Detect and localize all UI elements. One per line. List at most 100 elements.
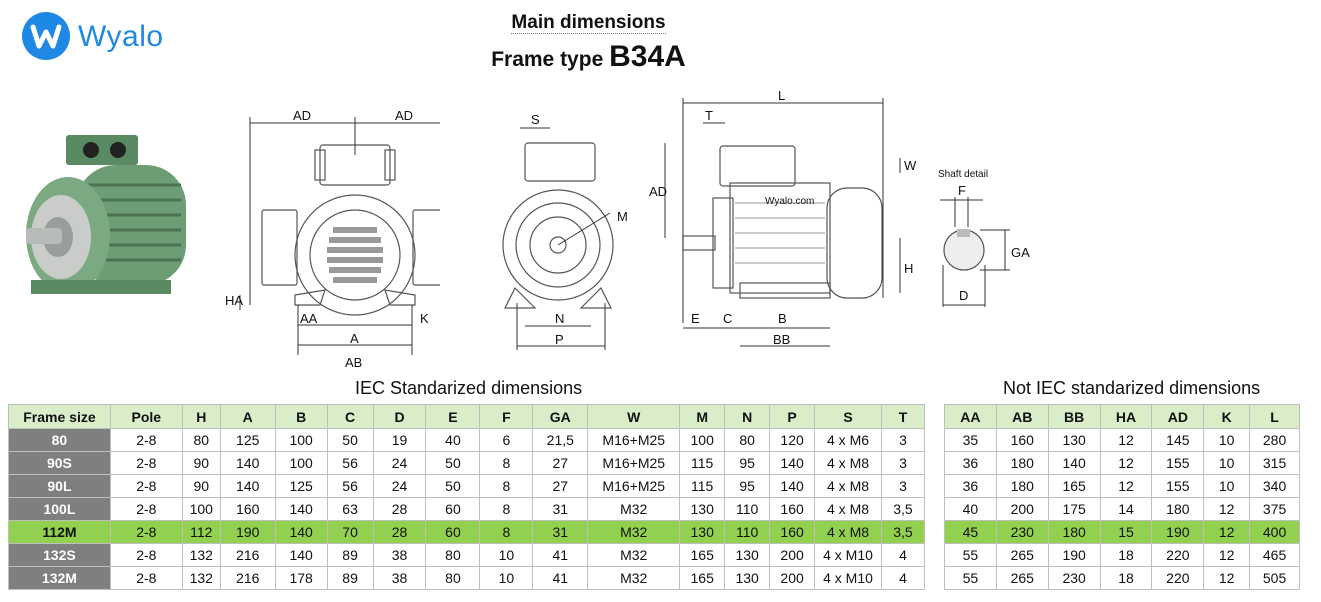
table-cell: 19: [372, 428, 427, 452]
column-header: E: [425, 404, 481, 429]
table-cell: 190: [1047, 543, 1101, 567]
table-cell: 12: [1099, 451, 1153, 475]
table-cell: 132: [181, 543, 221, 567]
table-cell: 130: [1047, 428, 1101, 452]
table-cell: 4 x M8: [814, 451, 882, 475]
table-cell: 340: [1249, 474, 1300, 498]
table-cell: 14: [1099, 497, 1153, 521]
table-cell: 100: [679, 428, 726, 452]
table-cell: 50: [425, 451, 481, 475]
table-cell: 40: [425, 428, 481, 452]
table-cell: 180: [1047, 520, 1101, 544]
table-cell: 89: [326, 566, 374, 590]
brand-logo[interactable]: Wyalo: [22, 8, 182, 64]
column-header: M: [679, 404, 726, 429]
table-cell: 130: [724, 566, 771, 590]
frame-size-cell: 90L: [8, 474, 111, 498]
table-cell: 2-8: [109, 566, 183, 590]
table-cell: 175: [1047, 497, 1101, 521]
table-cell: 2-8: [109, 428, 183, 452]
table-cell: 165: [679, 566, 726, 590]
table-cell: 12: [1203, 566, 1251, 590]
dim-ha: HA: [225, 293, 243, 308]
table-cell: 160: [995, 428, 1049, 452]
side-view-drawing: Wyalo.com L T AD W H E C B BB: [649, 88, 917, 347]
table-cell: 2-8: [109, 474, 183, 498]
table-cell: 10: [1203, 451, 1251, 475]
table-cell: 36: [944, 451, 997, 475]
table-cell: 200: [769, 566, 816, 590]
table-cell: 28: [372, 520, 427, 544]
table-cell: 8: [479, 474, 534, 498]
table-cell: 505: [1249, 566, 1300, 590]
logo-mark: [22, 12, 70, 60]
frame-size-cell: 112M: [8, 520, 111, 544]
table-cell: 31: [532, 497, 589, 521]
table-cell: 38: [372, 543, 427, 567]
table-cell: 27: [532, 474, 589, 498]
table-cell: 216: [219, 543, 276, 567]
table-cell: 130: [679, 497, 726, 521]
table-cell: 27: [532, 451, 589, 475]
column-header: H: [181, 404, 221, 429]
table-cell: 10: [1203, 474, 1251, 498]
table-cell: 80: [425, 566, 481, 590]
table-cell: 125: [219, 428, 276, 452]
dim-s: S: [531, 112, 540, 127]
column-header: BB: [1047, 404, 1101, 429]
motor-photo: [26, 135, 186, 294]
table-cell: 56: [326, 474, 374, 498]
table-cell: 4: [880, 543, 926, 567]
column-header: Pole: [109, 404, 183, 429]
table-cell: 8: [479, 497, 534, 521]
dim-n: N: [555, 311, 564, 326]
table-cell: 178: [274, 566, 328, 590]
dim-ad-side: AD: [649, 184, 667, 199]
column-header: C: [326, 404, 374, 429]
table-cell: 3,5: [880, 497, 926, 521]
dim-t: T: [705, 108, 713, 123]
shaft-detail-drawing: Shaft detail F GA D: [938, 169, 1030, 307]
frame-type-title: Frame type B34A: [491, 40, 686, 73]
table-cell: 18: [1099, 566, 1153, 590]
table-cell: 110: [724, 497, 771, 521]
table-cell: 110: [724, 520, 771, 544]
table-cell: 21,5: [532, 428, 589, 452]
non-iec-section-title: Not IEC standarized dimensions: [1003, 378, 1261, 398]
table-cell: 4 x M6: [814, 428, 882, 452]
dim-k: K: [420, 311, 429, 326]
table-cell: 70: [326, 520, 374, 544]
dim-ad-right: AD: [395, 108, 413, 123]
table-cell: 4: [880, 566, 926, 590]
table-cell: 36: [944, 474, 997, 498]
table-cell: 220: [1151, 566, 1205, 590]
table-cell: 200: [995, 497, 1049, 521]
table-cell: 2-8: [109, 451, 183, 475]
table-cell: 63: [326, 497, 374, 521]
table-cell: 140: [769, 451, 816, 475]
column-header: L: [1249, 404, 1300, 429]
table-cell: 230: [1047, 566, 1101, 590]
table-cell: 4 x M10: [814, 566, 882, 590]
table-cell: 12: [1203, 543, 1251, 567]
front-view-drawing: AD AD HA AA K A AB: [225, 108, 440, 370]
column-header: AD: [1151, 404, 1205, 429]
dim-h: H: [904, 261, 913, 276]
table-cell: 8: [479, 451, 534, 475]
table-cell: 24: [372, 474, 427, 498]
table-cell: 130: [724, 543, 771, 567]
table-cell: 24: [372, 451, 427, 475]
table-cell: 180: [995, 474, 1049, 498]
table-cell: 50: [326, 428, 374, 452]
table-cell: 400: [1249, 520, 1300, 544]
table-cell: 55: [944, 566, 997, 590]
dim-bb: BB: [773, 332, 790, 347]
dim-e: E: [691, 311, 700, 326]
